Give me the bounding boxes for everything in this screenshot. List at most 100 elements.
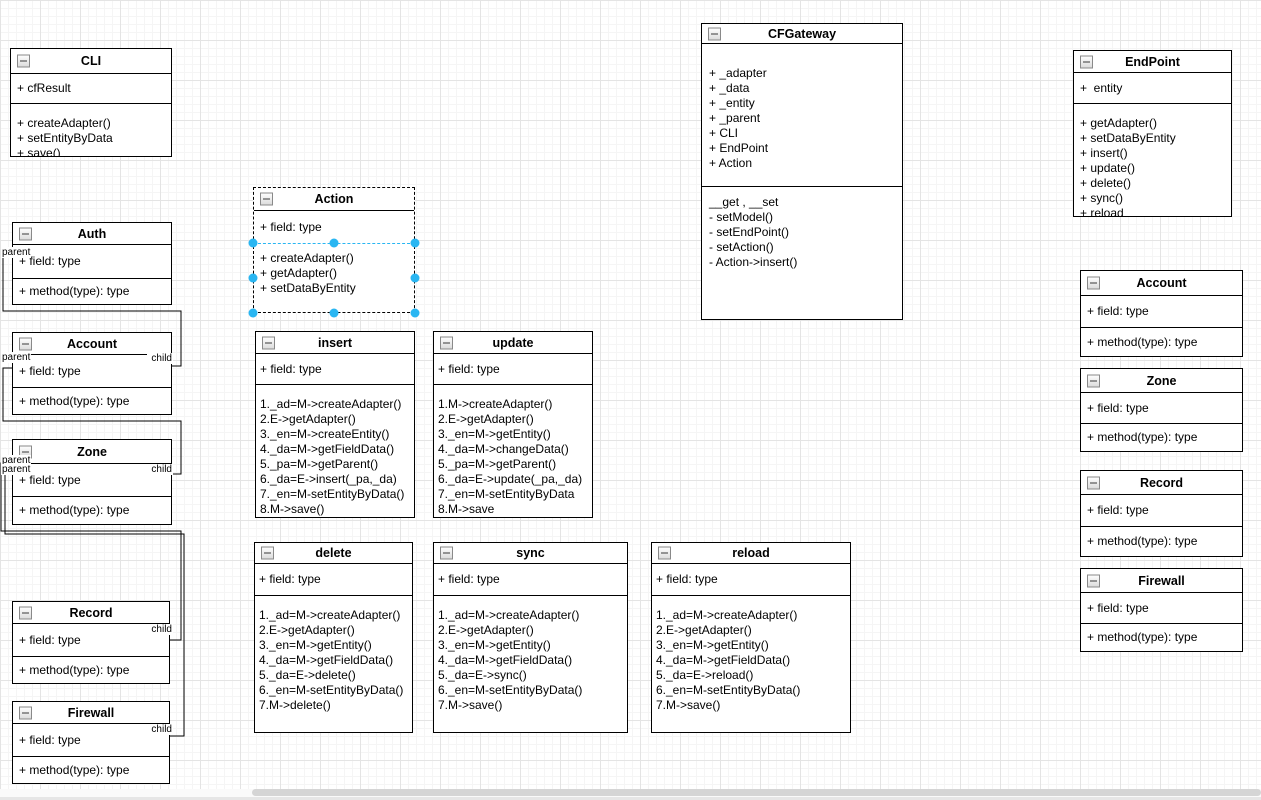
class-title-bar[interactable]: Auth — [13, 223, 171, 245]
class-title-bar[interactable]: Firewall — [13, 702, 169, 724]
class-compartment-attributes[interactable]: + field: type — [1081, 495, 1242, 526]
class-title-bar[interactable]: Account — [1081, 271, 1242, 296]
class-cli[interactable]: CLI+ cfResult+ createAdapter()+ setEntit… — [10, 48, 172, 157]
class-action[interactable]: Action+ field: type+ createAdapter()+ ge… — [253, 187, 415, 313]
collapse-icon[interactable] — [262, 336, 275, 349]
class-auth[interactable]: Auth+ field: type+ method(type): type — [12, 222, 172, 305]
class-compartment-attributes[interactable]: + field: type — [254, 211, 414, 244]
class-compartment-attributes[interactable]: + field: type — [256, 354, 414, 384]
collapse-icon[interactable] — [658, 546, 671, 560]
selection-handle[interactable] — [248, 238, 258, 248]
selection-handle[interactable] — [248, 273, 258, 283]
class-record-right[interactable]: Record+ field: type+ method(type): type — [1080, 470, 1243, 557]
collapse-icon[interactable] — [19, 227, 32, 240]
class-title-bar[interactable]: delete — [255, 543, 412, 564]
class-title-bar[interactable]: Record — [1081, 471, 1242, 495]
class-compartment-methods[interactable]: 1._ad=M->createAdapter()2.E->getAdapter(… — [434, 595, 627, 732]
selection-handle[interactable] — [410, 273, 420, 283]
selection-handle[interactable] — [410, 238, 420, 248]
class-title-bar[interactable]: Record — [13, 602, 169, 624]
class-compartment-methods[interactable]: 1._ad=M->createAdapter()2.E->getAdapter(… — [256, 384, 414, 517]
selection-handle[interactable] — [329, 238, 339, 248]
selection-handle[interactable] — [410, 308, 420, 318]
class-cfgateway[interactable]: CFGateway+ _adapter+ _data+ _entity+ _pa… — [701, 23, 903, 320]
class-compartment-methods[interactable]: 1._ad=M->createAdapter()2.E->getAdapter(… — [652, 595, 850, 732]
class-zone-right[interactable]: Zone+ field: type+ method(type): type — [1080, 368, 1243, 452]
selection-handle[interactable] — [329, 308, 339, 318]
class-compartment-methods[interactable]: + method(type): type — [1081, 423, 1242, 451]
horizontal-scrollbar-track[interactable] — [0, 789, 1261, 797]
class-compartment-methods[interactable]: + method(type): type — [13, 278, 171, 304]
class-record-left[interactable]: Record+ field: type+ method(type): type — [12, 601, 170, 684]
class-title-bar[interactable]: update — [434, 332, 592, 354]
class-compartment-attributes[interactable]: + field: type — [13, 724, 169, 756]
class-compartment-attributes[interactable]: + field: type — [652, 564, 850, 595]
class-title-bar[interactable]: Zone — [1081, 369, 1242, 393]
collapse-icon[interactable] — [260, 192, 273, 206]
collapse-icon[interactable] — [708, 27, 721, 40]
connector-record-to-zone[interactable] — [0, 462, 182, 641]
class-compartment-methods[interactable]: + method(type): type — [1081, 526, 1242, 556]
connector-zone-to-account[interactable] — [2, 367, 182, 475]
collapse-icon[interactable] — [19, 706, 32, 719]
collapse-icon[interactable] — [19, 337, 32, 350]
collapse-icon[interactable] — [1087, 276, 1100, 290]
class-compartment-methods[interactable]: 1._ad=M->createAdapter()2.E->getAdapter(… — [255, 595, 412, 732]
collapse-icon[interactable] — [1087, 374, 1100, 387]
collapse-icon[interactable] — [440, 546, 453, 560]
selection-handle[interactable] — [248, 308, 258, 318]
class-firewall-right[interactable]: Firewall+ field: type+ method(type): typ… — [1080, 568, 1243, 652]
class-compartment-attributes[interactable]: + field: type — [1081, 593, 1242, 623]
class-account-right[interactable]: Account+ field: type+ method(type): type — [1080, 270, 1243, 357]
class-compartment-methods[interactable]: 1.M->createAdapter()2.E->getAdapter()3._… — [434, 384, 592, 517]
class-title-bar[interactable]: Action — [254, 188, 414, 211]
class-title-bar[interactable]: insert — [256, 332, 414, 354]
class-compartment-attributes[interactable]: + field: type — [434, 564, 627, 595]
class-compartment-attributes[interactable]: + field: type — [434, 354, 592, 384]
class-compartment-methods[interactable]: + method(type): type — [13, 656, 169, 683]
class-compartment-attributes[interactable]: + field: type — [13, 624, 169, 656]
class-compartment-methods[interactable]: + method(type): type — [1081, 327, 1242, 356]
class-compartment-methods[interactable]: + createAdapter()+ getAdapter()+ setData… — [254, 244, 414, 312]
class-compartment-attributes[interactable]: + cfResult — [11, 74, 171, 103]
class-compartment-methods[interactable]: __get , __set- setModel()- setEndPoint()… — [702, 186, 902, 319]
class-endpoint[interactable]: EndPoint+ entity+ getAdapter()+ setDataB… — [1073, 50, 1232, 217]
class-title-bar[interactable]: Account — [13, 333, 171, 355]
class-title-bar[interactable]: sync — [434, 543, 627, 564]
class-title-bar[interactable]: Firewall — [1081, 569, 1242, 593]
collapse-icon[interactable] — [19, 606, 32, 619]
collapse-icon[interactable] — [1087, 574, 1100, 587]
class-compartment-attributes[interactable]: + field: type — [13, 464, 171, 496]
collapse-icon[interactable] — [17, 54, 30, 68]
class-compartment-attributes[interactable]: + entity — [1074, 73, 1231, 103]
class-compartment-attributes[interactable]: + field: type — [255, 564, 412, 595]
class-compartment-methods[interactable]: + method(type): type — [13, 496, 171, 524]
class-compartment-methods[interactable]: + createAdapter()+ setEntityByData+ save… — [11, 103, 171, 156]
class-compartment-methods[interactable]: + getAdapter()+ setDataByEntity+ insert(… — [1074, 103, 1231, 216]
class-compartment-attributes[interactable]: + field: type — [13, 245, 171, 278]
class-title-bar[interactable]: EndPoint — [1074, 51, 1231, 73]
collapse-icon[interactable] — [1080, 55, 1093, 68]
class-firewall-left[interactable]: Firewall+ field: type+ method(type): typ… — [12, 701, 170, 784]
class-zone-left[interactable]: Zone+ field: type+ method(type): type — [12, 439, 172, 525]
class-title-bar[interactable]: reload — [652, 543, 850, 564]
class-compartment-methods[interactable]: + method(type): type — [13, 387, 171, 414]
collapse-icon[interactable] — [1087, 476, 1100, 489]
class-compartment-methods[interactable]: + method(type): type — [1081, 623, 1242, 651]
class-title-bar[interactable]: CLI — [11, 49, 171, 74]
class-compartment-methods[interactable]: + method(type): type — [13, 756, 169, 783]
class-compartment-attributes[interactable]: + field: type — [1081, 393, 1242, 423]
class-compartment-attributes[interactable]: + field: type — [1081, 296, 1242, 327]
collapse-icon[interactable] — [261, 546, 274, 560]
collapse-icon[interactable] — [440, 336, 453, 349]
class-compartment-attributes[interactable]: + field: type — [13, 355, 171, 387]
class-compartment-attributes[interactable]: + _adapter+ _data+ _entity+ _parent+ CLI… — [702, 44, 902, 186]
connector-account-to-auth[interactable] — [2, 252, 182, 367]
class-title-bar[interactable]: CFGateway — [702, 24, 902, 44]
